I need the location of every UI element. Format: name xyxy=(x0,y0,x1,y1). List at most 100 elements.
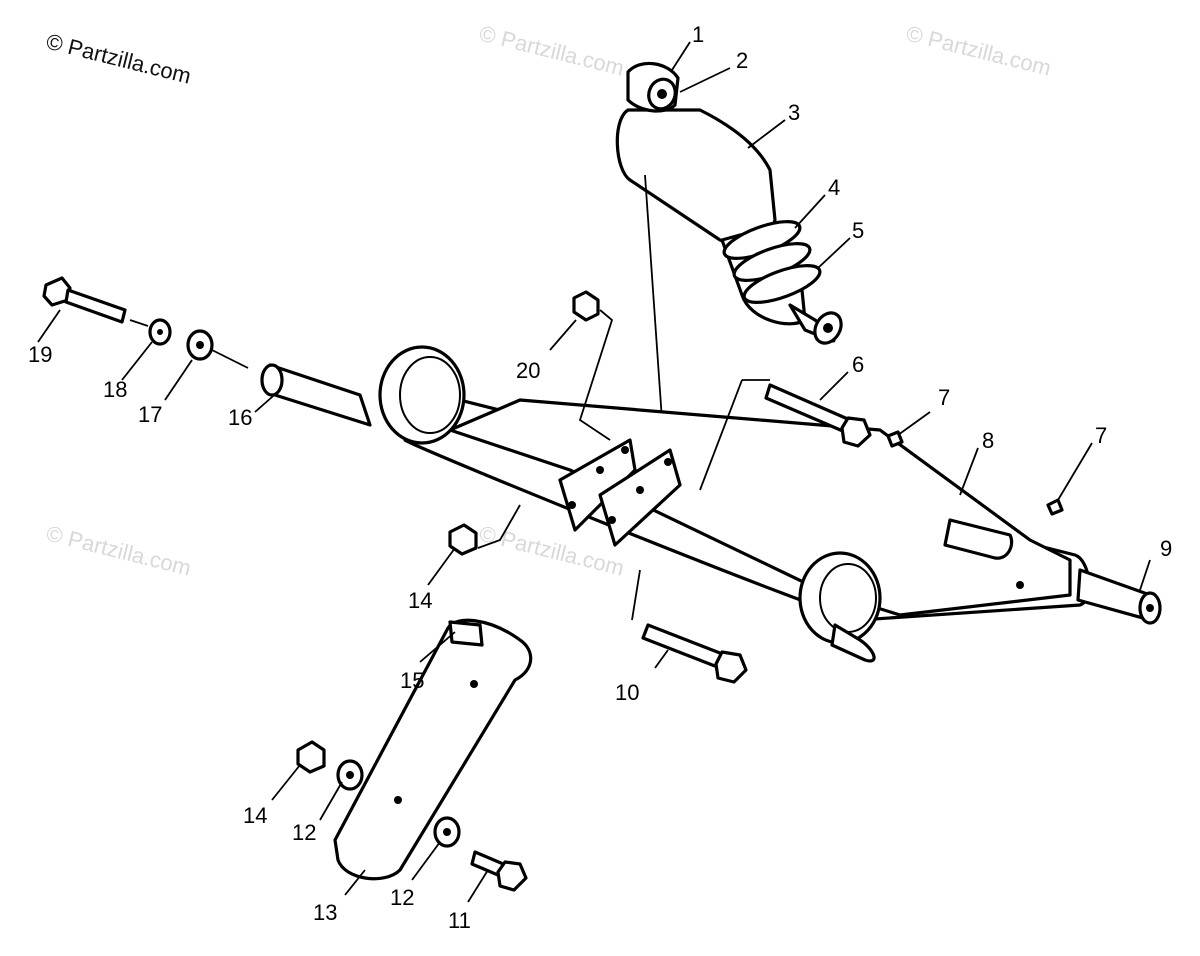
callout-18: 18 xyxy=(103,377,127,402)
leader-9 xyxy=(1139,559,1151,591)
bolt-6-head xyxy=(840,416,872,448)
mount-plate-left xyxy=(558,438,637,532)
leader-14-connector xyxy=(477,504,521,549)
leader-20-connector xyxy=(578,309,614,441)
shock-reference-line xyxy=(644,174,663,421)
leader-15 xyxy=(419,631,456,663)
callout-11: 11 xyxy=(448,908,471,933)
leader-17-connector xyxy=(211,349,249,369)
callout-1: 1 xyxy=(692,22,704,47)
callout-12a: 12 xyxy=(292,820,316,845)
bolt-19-shank xyxy=(64,288,127,324)
shock-upper-eye-hole xyxy=(657,89,667,99)
watermark-faint-left: © Partzilla.com xyxy=(44,521,194,581)
shock-absorber xyxy=(615,61,843,421)
bolt-10-head xyxy=(714,650,748,684)
bearing-ring-upper-inner xyxy=(399,356,461,434)
shaft-16 xyxy=(268,363,372,427)
bearing-ring-upper xyxy=(378,345,466,445)
mount-plate-right xyxy=(598,448,682,547)
shock-body xyxy=(615,108,777,246)
leader-3 xyxy=(747,119,786,149)
leader-10-connector xyxy=(631,569,641,621)
callout-4: 4 xyxy=(828,175,840,200)
plate-hole-2 xyxy=(596,466,604,474)
plate-hole-4 xyxy=(608,516,616,524)
callout-20: 20 xyxy=(516,358,540,383)
leader-6 xyxy=(819,371,849,401)
leader-4 xyxy=(794,194,826,229)
watermark-faint-center: © Partzilla.com xyxy=(477,521,627,581)
callout-10: 10 xyxy=(615,680,639,705)
leader-1 xyxy=(671,41,691,71)
arm-hole xyxy=(1016,581,1024,589)
callout-7b: 7 xyxy=(1095,423,1107,448)
callout-14-upper: 14 xyxy=(408,588,432,613)
spring-coil-3 xyxy=(742,264,822,304)
plate-hole-3 xyxy=(621,446,629,454)
swing-arm xyxy=(260,345,1162,663)
leader-lines xyxy=(37,41,1151,903)
leader-7b xyxy=(1057,442,1093,501)
callout-19: 19 xyxy=(28,342,52,367)
callout-2: 2 xyxy=(736,48,748,73)
washer-17-hole xyxy=(196,341,204,349)
link-arm-13 xyxy=(333,618,533,881)
callout-16: 16 xyxy=(228,405,252,430)
callout-5: 5 xyxy=(852,218,864,243)
watermark-faint-right: © Partzilla.com xyxy=(904,21,1054,81)
watermark-main: © Partzilla.com xyxy=(44,29,194,89)
leader-7a xyxy=(897,411,931,436)
shock-lower-eye-hole xyxy=(823,323,833,333)
callout-3: 3 xyxy=(788,100,800,125)
link-arm xyxy=(296,618,533,892)
callout-8: 8 xyxy=(982,428,994,453)
leader-19 xyxy=(37,309,61,343)
nut-20 xyxy=(572,290,600,322)
leader-20 xyxy=(549,319,577,351)
watermark-faint-top: © Partzilla.com xyxy=(477,21,627,81)
nut-14-upper xyxy=(448,523,478,556)
leader-2 xyxy=(679,67,731,93)
shaft-16-end xyxy=(260,363,284,397)
leader-5 xyxy=(817,237,851,269)
leader-14-upper xyxy=(427,547,456,586)
link-hole-lower xyxy=(394,796,402,804)
fasteners xyxy=(42,276,1064,684)
leader-11 xyxy=(467,869,489,903)
washer-12-upper-hole xyxy=(346,771,354,779)
grease-fitting-7b xyxy=(1046,498,1064,516)
callout-9: 9 xyxy=(1160,536,1172,561)
leader-19-connector xyxy=(129,319,149,327)
leader-16 xyxy=(254,389,281,413)
bolt-11-head xyxy=(496,860,528,892)
callout-17: 17 xyxy=(138,402,162,427)
plate-hole-5 xyxy=(636,486,644,494)
shaft-9-hole xyxy=(1146,604,1154,612)
plate-hole-6 xyxy=(664,458,672,466)
callout-12b: 12 xyxy=(390,885,414,910)
callout-14-lower: 14 xyxy=(243,803,267,828)
callout-15: 15 xyxy=(400,668,424,693)
link-pin-15 xyxy=(448,620,484,647)
leader-12b xyxy=(411,841,441,881)
pivot-tube-8 xyxy=(943,518,1014,560)
plate-hole-1 xyxy=(568,501,576,509)
callout-6: 6 xyxy=(852,352,864,377)
leader-14-lower xyxy=(271,764,301,801)
leader-10 xyxy=(654,649,669,669)
leader-18 xyxy=(121,341,153,381)
bolt-10-shank xyxy=(641,623,727,670)
callout-13: 13 xyxy=(313,900,337,925)
lock-washer-18-hole xyxy=(157,329,163,335)
leader-8 xyxy=(959,447,979,496)
link-hole-upper xyxy=(470,680,478,688)
leader-12a xyxy=(319,781,343,821)
leader-13 xyxy=(344,869,366,896)
lower-tube-stub xyxy=(830,623,876,663)
callout-7a: 7 xyxy=(938,385,950,410)
callout-labels: 1 2 3 4 5 6 7 7 8 9 10 11 12 12 13 14 14… xyxy=(28,22,1172,933)
nut-14-lower xyxy=(296,740,326,774)
leader-17 xyxy=(164,359,193,401)
